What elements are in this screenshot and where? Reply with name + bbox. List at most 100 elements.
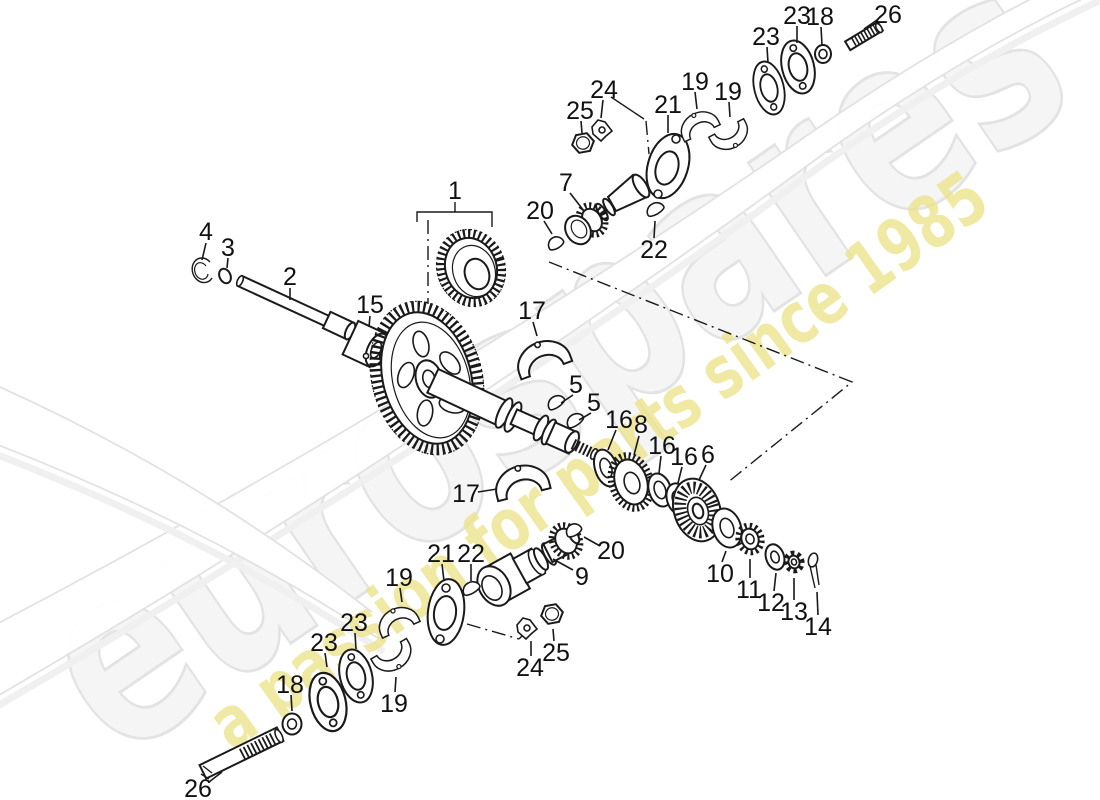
lock-plate-24-upper [591, 119, 613, 142]
part-label-4: 4 [199, 218, 213, 246]
part-label-21: 21 [654, 91, 682, 119]
part-label-23: 23 [783, 2, 811, 30]
part-label-22: 22 [640, 236, 668, 264]
leader-line-5 [560, 394, 574, 404]
nut-25-lower [538, 602, 566, 626]
part-label-19: 19 [714, 78, 742, 106]
swoosh-band-secondary [0, 386, 384, 642]
part-label-20: 20 [597, 537, 625, 565]
leader-line-25 [580, 120, 583, 134]
part-label-5: 5 [569, 371, 583, 399]
lock-plate-24-lower [516, 617, 538, 640]
leader-line-19 [394, 676, 397, 693]
leader-line-19 [694, 91, 698, 110]
part-label-10: 10 [706, 560, 734, 588]
cotter-pin-14 [807, 552, 820, 589]
leader-line-9 [552, 558, 574, 571]
leader-line-19 [728, 101, 731, 118]
part-label-18: 18 [806, 3, 834, 31]
splined-pin-26-upper [843, 20, 885, 52]
leader-line-26 [863, 19, 878, 30]
part-label-16: 16 [605, 406, 633, 434]
intermediate-shaft [425, 332, 599, 503]
part-label-18: 18 [276, 671, 304, 699]
camshaft-9 [476, 522, 584, 607]
part-label-23: 23 [310, 629, 338, 657]
part-label-12: 12 [757, 589, 785, 617]
leader-line-23 [324, 652, 328, 668]
camshaft-7 [564, 173, 651, 246]
bushing-3 [218, 267, 232, 285]
leader-line-21 [441, 563, 445, 582]
part-label-3: 3 [221, 234, 235, 262]
leader-line-20 [543, 220, 553, 235]
flange-21-upper [645, 132, 691, 200]
part-label-6: 6 [701, 441, 715, 469]
timing-gear-pair [369, 228, 507, 456]
part-label-25: 25 [566, 97, 594, 125]
nut-25-upper [569, 131, 597, 155]
leader-line-18 [820, 26, 823, 46]
leader-line-17 [532, 321, 538, 337]
part-label-19: 19 [380, 690, 408, 718]
leader-line-3 [226, 257, 229, 269]
leader-line-5 [578, 412, 592, 421]
washer-18-lower [281, 712, 303, 736]
leader-line-14 [816, 591, 819, 616]
part-label-17: 17 [518, 297, 546, 325]
part-label-17: 17 [452, 480, 480, 508]
camshaft-upper-assembly [544, 20, 885, 253]
part-label-19: 19 [681, 68, 709, 96]
leader-line-12 [773, 572, 777, 592]
part-label-24: 24 [516, 654, 544, 682]
leader-line-26 [208, 771, 223, 783]
part-label-20: 20 [526, 197, 554, 225]
leader-line-17 [477, 488, 498, 493]
part-label-15: 15 [356, 291, 384, 319]
part-label-1: 1 [448, 177, 462, 205]
part-label-8: 8 [634, 411, 648, 439]
part-label-21: 21 [427, 540, 455, 568]
leader-line-4 [201, 242, 207, 261]
drive-gear-train [593, 448, 820, 589]
leader-line-23 [354, 632, 357, 650]
leader-line-20 [583, 536, 601, 547]
part-label-16: 16 [648, 432, 676, 460]
part-label-13: 13 [780, 598, 808, 626]
leader-line-18 [290, 694, 293, 712]
leader-line-23 [766, 46, 769, 64]
part-label-26: 26 [874, 1, 902, 29]
part-label-9: 9 [575, 563, 589, 591]
leader-line-16 [607, 429, 617, 451]
part-label-22: 22 [457, 540, 485, 568]
leader-line-7 [569, 192, 585, 212]
camshaft-lower-assembly [198, 520, 584, 780]
leader-line-15 [368, 315, 371, 328]
part-label-16: 16 [670, 443, 698, 471]
leader-line-16 [677, 466, 683, 484]
idler-shaft-assembly [191, 257, 390, 369]
part-label-7: 7 [559, 169, 573, 197]
part-label-14: 14 [804, 613, 832, 641]
part-label-23: 23 [340, 609, 368, 637]
part-label-11: 11 [736, 576, 762, 604]
splined-shaft-26-lower [198, 726, 285, 780]
part-label-19: 19 [385, 564, 413, 592]
part-label-26: 26 [184, 775, 212, 800]
leader-line-10 [721, 550, 727, 563]
leader-line-8 [633, 435, 640, 456]
leader-line-19 [399, 587, 403, 603]
part-label-23: 23 [752, 23, 780, 51]
part-label-5: 5 [587, 389, 601, 417]
flange-21-lower [426, 578, 466, 646]
leader-line-25 [552, 628, 555, 642]
part-label-2: 2 [283, 263, 297, 291]
part-label-25: 25 [542, 639, 570, 667]
leader-line-6 [698, 464, 707, 481]
leader-line-24 [600, 99, 604, 119]
part-label-24: 24 [590, 76, 618, 104]
leader-line-22 [653, 220, 656, 239]
